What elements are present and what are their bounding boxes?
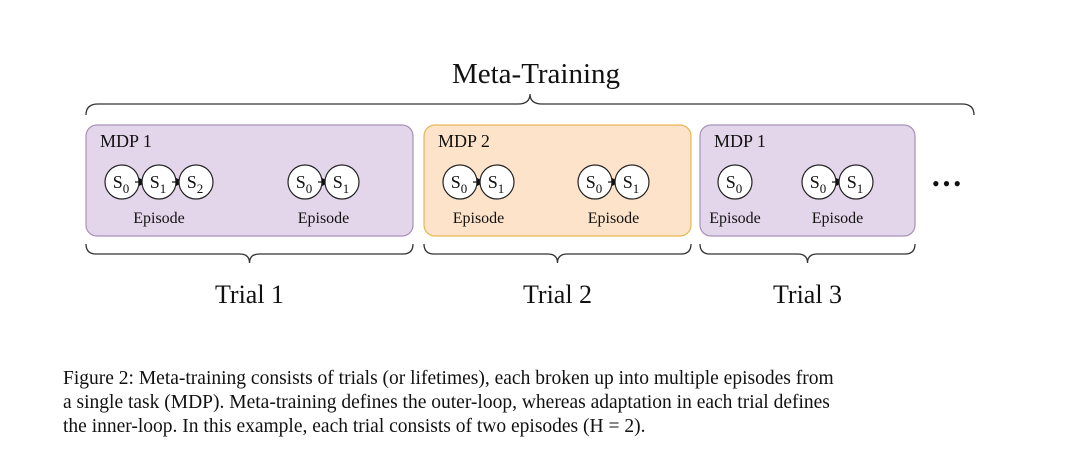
trial-brace [85,243,414,264]
state-label: S1 [150,172,167,196]
state-label: S0 [810,172,827,196]
state-node [614,164,650,200]
trial-label: Trial 2 [523,280,592,309]
episode-label: Episode [812,210,864,227]
episode-label: Episode [453,210,505,227]
mdp-label: MDP 2 [438,131,490,151]
state-node [838,164,874,200]
state-node [178,164,214,200]
figure-caption: Figure 2: Meta-training consists of tria… [63,367,1023,439]
mdp-box [423,124,692,237]
state-label: S0 [113,172,130,196]
state-label: S1 [488,172,505,196]
state-node [717,164,753,200]
state-label: S0 [726,172,743,196]
state-node [479,164,515,200]
meta-training-brace [85,93,975,116]
mdp-box [85,124,414,237]
mdp-label: MDP 1 [714,131,766,151]
state-label: S0 [296,172,313,196]
trial-label: Trial 3 [773,280,842,309]
episode-label: Episode [133,210,185,227]
state-label: S0 [451,172,468,196]
episode-label: Episode [709,210,761,227]
caption-line: a single task (MDP). Meta-training defin… [63,392,830,413]
state-label: S2 [187,172,204,196]
ellipsis: ••• [932,171,964,196]
trial-label: Trial 1 [215,280,284,309]
caption-line: Figure 2: Meta-training consists of tria… [63,368,834,389]
state-label: S1 [333,172,350,196]
state-label: S0 [586,172,603,196]
state-label: S1 [847,172,864,196]
caption-line: the inner-loop. In this example, each tr… [63,416,646,437]
diagram-title: Meta-Training [452,58,620,90]
state-label: S1 [623,172,640,196]
episode-label: Episode [588,210,640,227]
trial-brace [699,243,916,264]
trial-brace [423,243,692,264]
mdp-label: MDP 1 [100,131,152,151]
state-node [324,164,360,200]
episode-label: Episode [298,210,350,227]
